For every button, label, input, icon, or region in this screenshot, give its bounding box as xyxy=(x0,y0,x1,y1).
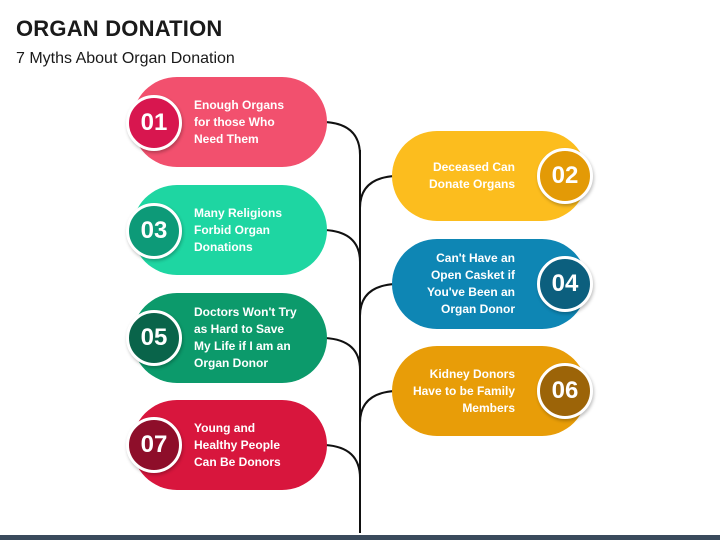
footer-bar xyxy=(0,535,720,540)
branch-line-07 xyxy=(324,444,361,479)
myth-text-05: Doctors Won't Try as Hard to Save My Lif… xyxy=(194,305,297,370)
myth-number-badge-02: 02 xyxy=(537,148,593,204)
branch-line-03 xyxy=(324,229,361,263)
branch-line-02 xyxy=(359,175,396,209)
branch-line-06 xyxy=(359,390,396,424)
myth-number-badge-07: 07 xyxy=(126,417,182,473)
myth-text-07: Young and Healthy People Can Be Donors xyxy=(194,420,281,469)
myth-number-badge-04: 04 xyxy=(537,256,593,312)
myth-text-02: Deceased Can Donate Organs xyxy=(428,160,515,191)
myth-text-01: Enough Organs for those Who Need Them xyxy=(194,97,284,146)
myth-text-06: Kidney Donors Have to be Family Members xyxy=(412,366,515,415)
page-title: ORGAN DONATION xyxy=(16,16,223,41)
myth-number-badge-03: 03 xyxy=(126,203,182,259)
myth-text-03: Many Religions Forbid Organ Donations xyxy=(194,205,283,254)
page-subtitle: 7 Myths About Organ Donation xyxy=(16,50,235,67)
myth-number-badge-05: 05 xyxy=(126,310,182,366)
branch-line-04 xyxy=(359,283,396,317)
branch-line-05 xyxy=(324,337,361,371)
myth-text-04: Can't Have an Open Casket if You've Been… xyxy=(427,251,515,316)
myth-number-badge-06: 06 xyxy=(537,363,593,419)
myth-number-badge-01: 01 xyxy=(126,95,182,151)
myth-pill-06: Kidney Donors Have to be Family Members xyxy=(392,346,587,436)
branch-line-01 xyxy=(324,121,361,156)
